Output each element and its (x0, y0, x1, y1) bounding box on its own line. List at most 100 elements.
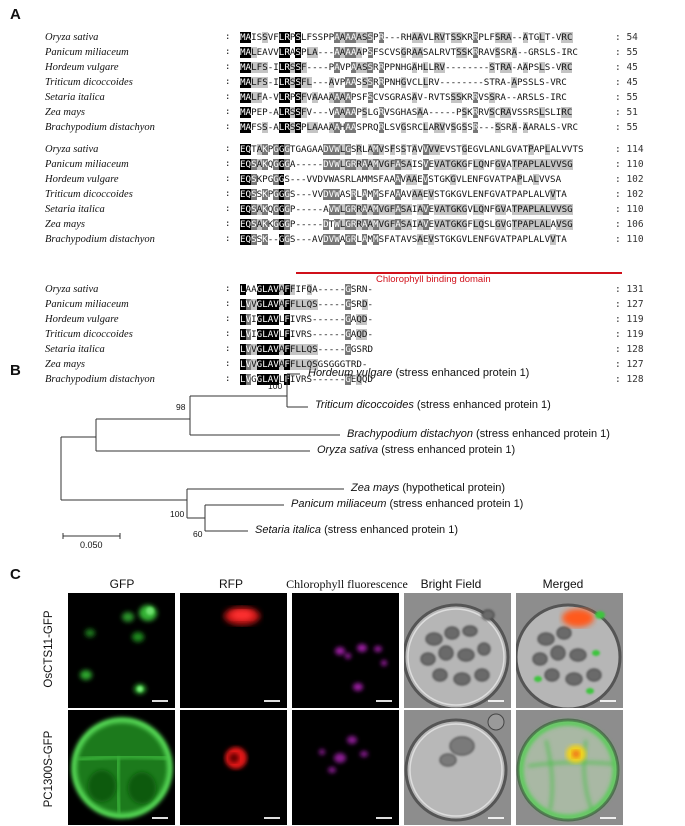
alignment-row: Zea mays:MAPEP-ALRSSFV---VAAAAPSLGRVSGHA… (0, 105, 685, 120)
micrograph-pc1300s-merged (516, 710, 623, 825)
bootstrap-value: 100 (170, 509, 185, 519)
alignment-colon: : (225, 47, 231, 57)
micrograph-oscts11-bright-field (404, 593, 511, 708)
tree-leaf-setaria: Setaria italica (stress enhanced protein… (255, 524, 459, 536)
alignment-row: Setaria italica:LVVGLAVAFFLLQS-----GGSRD… (0, 342, 685, 357)
bootstrap-value: 98 (176, 402, 186, 412)
alignment-species: Zea mays (45, 219, 85, 230)
alignment-sequence: MALFS-ILRSSFL---AVPAASSSRRPNHGVCLLRV----… (240, 77, 567, 88)
alignment-row: Panicum miliaceum:LVVGLAVAFFLLQS-----GSR… (0, 297, 685, 312)
alignment-row: Hordeum vulgare: EQSKPGGGS---VVDVWASRLAMM… (0, 172, 685, 187)
alignment-colon: : (225, 107, 231, 117)
phylogenetic-tree (60, 373, 344, 539)
alignment-species: Brachypodium distachyon (45, 234, 155, 245)
alignment-end-position: : 110 (615, 204, 644, 215)
alignment-species: Triticum dicoccoides (45, 77, 133, 88)
alignment-row: Setaria italica:MALFA-VLRPSFVAAAAAAAPSFS… (0, 90, 685, 105)
alignment-sequence: MAFSS-ALRSSPLAAAAAHAASPRQRLSVGSRCLARVVSG… (240, 122, 579, 133)
alignment-end-position: : 110 (615, 234, 644, 245)
alignment-end-position: : 119 (615, 314, 644, 325)
tree-leaf-zea: Zea mays (hypothetical protein) (351, 482, 506, 494)
alignment-row: Hordeum vulgare:LVIGLAVLFIVRS------GAQD-… (0, 312, 685, 327)
alignment-sequence: LVGGLAVLFIVRS------GEQQD (240, 374, 373, 385)
alignment-row: Setaria italica:EQSAKQGGGP-----AVWLGRRAA… (0, 202, 685, 217)
alignment-species: Triticum dicoccoides (45, 329, 133, 340)
column-header-chlorophyll: Chlorophyll fluorescence (286, 577, 408, 591)
alignment-end-position: : 110 (615, 159, 644, 170)
alignment-colon: : (225, 204, 231, 214)
alignment-end-position: : 119 (615, 329, 644, 340)
alignment-sequence: EQSSKPGGGS---VVDVWASRLAMMSFAAAVAAEVSTGKG… (240, 189, 567, 200)
alignment-end-position: : 131 (615, 284, 644, 295)
alignment-row: Brachypodium distachyon:LVGGLAVLFIVRS---… (0, 372, 685, 387)
alignment-colon: : (225, 189, 231, 199)
row-label-pc1300s: PC1300S-GFP (43, 730, 55, 808)
alignment-sequence: LAAGLAVAFFIFQA-----GSRN- (240, 284, 373, 295)
alignment-sequence: EQSAKKGGGP-----DTWLGRRAAMVGFASAIAVEVATGK… (240, 219, 573, 230)
alignment-sequence: MAISSVFLRPSLFSSPPAAAAASSPR---RHAAVLRVTSS… (240, 32, 573, 43)
alignment-species: Brachypodium distachyon (45, 374, 155, 385)
alignment-species: Hordeum vulgare (45, 174, 119, 185)
column-header-rfp: RFP (219, 577, 243, 591)
alignment-colon: : (225, 62, 231, 72)
alignment-sequence: LVVGLAVAFFLLQS-----GGSRD (240, 344, 374, 355)
alignment-row: Triticum dicoccoides: MALFS-ILRSSFL---AVP… (0, 75, 685, 90)
alignment-species: Hordeum vulgare (45, 314, 119, 325)
column-header-bright-field: Bright Field (420, 577, 482, 591)
alignment-colon: : (225, 359, 231, 369)
alignment-species: Panicum miliaceum (45, 299, 129, 310)
panel-label-b: B (10, 362, 21, 379)
panel-label-a: A (10, 6, 21, 23)
alignment-row: Triticum dicoccoides:LVIGLAVLFIVRS------… (0, 327, 685, 342)
tree-leaf-panicum: Panicum miliaceum (stress enhanced prote… (291, 498, 524, 510)
bootstrap-value: 100 (268, 381, 283, 391)
tree-leaf-hordeum: Hordeum vulgare (stress enhanced protein… (308, 367, 530, 379)
alignment-end-position: : 55 (615, 92, 638, 103)
micrograph-oscts11-chlorophyll (292, 593, 399, 708)
micrograph-pc1300s-chlorophyll (292, 710, 399, 825)
alignment-colon: : (225, 77, 231, 87)
alignment-end-position: : 45 (615, 77, 638, 88)
alignment-row: Panicum miliaceum:EQSAKQGGGA-----DVWLGRR… (0, 157, 685, 172)
tree-leaf-brachypodium: Brachypodium distachyon (stress enhanced… (347, 428, 610, 440)
scale-bar-label: 0.050 (80, 540, 103, 550)
alignment-row: Brachypodium distachyon:EQSSK--GGS---AVD… (0, 232, 685, 247)
micrograph-pc1300s-gfp (68, 710, 175, 825)
alignment-end-position: : 55 (615, 47, 638, 58)
panel-label-c: C (10, 566, 21, 583)
alignment-sequence: EQSAKQGGGA-----DVWLGRRAAMVGFASAISVEVATGK… (240, 159, 573, 170)
alignment-species: Oryza sativa (45, 284, 99, 295)
alignment-sequence: MAPEP-ALRSSFV---VAAAAPSLGRVSGHASAA-----P… (240, 107, 573, 118)
alignment-species: Setaria italica (45, 204, 105, 215)
alignment-row: Oryza sativa:EQTAKPGGGTGAGAADVWLGSRLAMVS… (0, 142, 685, 157)
tree-leaf-triticum: Triticum dicoccoides (stress enhanced pr… (315, 399, 551, 411)
alignment-colon: : (225, 144, 231, 154)
alignment-end-position: : 55 (615, 122, 638, 133)
alignment-colon: : (225, 159, 231, 169)
alignment-end-position: : 128 (615, 374, 644, 385)
alignment-species: Brachypodium distachyon (45, 122, 155, 133)
alignment-colon: : (225, 174, 231, 184)
alignment-row: Triticum dicoccoides:EQSSKPGGGS---VVDVWA… (0, 187, 685, 202)
alignment-end-position: : 127 (615, 359, 644, 370)
alignment-species: Setaria italica (45, 344, 105, 355)
alignment-colon: : (225, 32, 231, 42)
alignment-sequence: EQTAKPGGGTGAGAADVWLGSRLAMVSFSSTAVVVVEVST… (240, 144, 584, 155)
alignment-species: Oryza sativa (45, 32, 99, 43)
alignment-sequence: EQSKPGGGS---VVDVWASRLAMMSFAAAVAAEVSTGKGV… (240, 174, 562, 185)
alignment-row: Zea mays:EQSAKKGGGP-----DTWLGRRAAMVGFASA… (0, 217, 685, 232)
alignment-row: Hordeum vulgare:MALFS-ILRSSF----PAVPAASS… (0, 60, 685, 75)
alignment-species: Setaria italica (45, 92, 105, 103)
alignment-end-position: : 106 (615, 219, 644, 230)
alignment-species: Panicum miliaceum (45, 47, 129, 58)
alignment-colon: : (225, 122, 231, 132)
alignment-end-position: : 102 (615, 189, 644, 200)
alignment-row: Panicum miliaceum:MALEAVVLRASPLA---AAAAA… (0, 45, 685, 60)
alignment-sequence: MALFA-VLRPSFVAAAAAAAPSFSCVSGRASAV-RVTSSS… (240, 92, 567, 103)
chlorophyll-binding-domain-label: Chlorophyll binding domain (376, 274, 491, 285)
alignment-colon: : (225, 314, 231, 324)
alignment-colon: : (225, 329, 231, 339)
column-header-gfp: GFP (109, 577, 135, 591)
alignment-sequence: EQSSK--GGS---AVDVWAGRLAMMSFATAVSAEVSTGKG… (240, 234, 567, 245)
column-header-merged: Merged (542, 577, 584, 591)
